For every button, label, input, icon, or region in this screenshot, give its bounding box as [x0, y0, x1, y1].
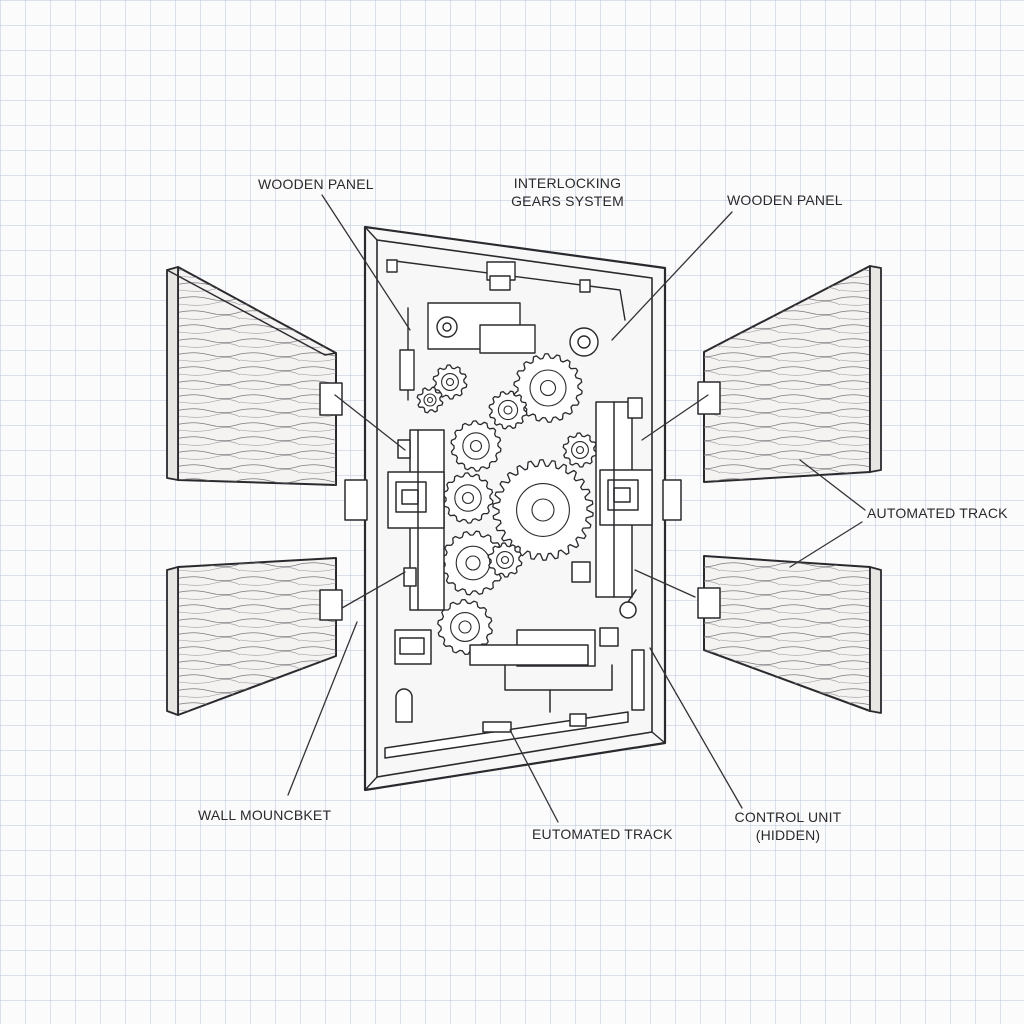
label-wooden-panel-right: WOODEN PANEL	[727, 192, 843, 208]
right-track	[571, 397, 653, 598]
gear-icon	[488, 390, 528, 430]
leader-lines	[287, 194, 866, 823]
gear-icon	[450, 420, 502, 472]
wooden-panel-left-lower	[166, 557, 337, 716]
label-control-unit: CONTROL UNIT (HIDDEN)	[728, 808, 848, 844]
hinge-bracket-icon	[319, 382, 343, 416]
gear-icon	[492, 459, 594, 561]
label-wall-mount: WALL MOUNCBKET	[198, 807, 332, 823]
hinge-bracket-icon	[697, 381, 721, 415]
label-wooden-panel-left: WOODEN PANEL	[258, 176, 374, 192]
label-gears-line2: GEARS SYSTEM	[511, 193, 624, 209]
label-gears-system: INTERLOCKING GEARS SYSTEM	[500, 174, 635, 210]
gear-icon	[487, 542, 523, 578]
gear-icon	[432, 364, 468, 400]
gear-icon	[562, 432, 598, 468]
gear-icon	[416, 386, 444, 414]
label-automated-track-bottom: EUTOMATED TRACK	[532, 826, 673, 842]
hinge-bracket-icon	[697, 587, 721, 619]
bottom-track	[384, 711, 629, 759]
gear-icon	[442, 472, 494, 524]
upper-linkage	[399, 302, 599, 401]
gear-icon	[437, 598, 493, 656]
interlocking-gears	[416, 353, 598, 656]
control-switch-icon	[619, 589, 637, 619]
top-rail	[386, 259, 626, 321]
wooden-panel-left-upper	[166, 266, 337, 486]
hinge-bracket-icon	[319, 589, 343, 621]
label-gears-line1: INTERLOCKING	[513, 175, 622, 191]
label-automated-track-right: AUTOMATED TRACK	[867, 505, 1008, 521]
lower-mechanism	[394, 589, 645, 723]
label-control-line2: (HIDDEN)	[755, 827, 821, 843]
left-track	[387, 429, 445, 611]
wooden-panel-right-lower	[703, 555, 882, 714]
label-control-line1: CONTROL UNIT	[734, 809, 842, 825]
gear-icon	[513, 353, 583, 423]
wooden-panel-right-upper	[703, 265, 882, 483]
